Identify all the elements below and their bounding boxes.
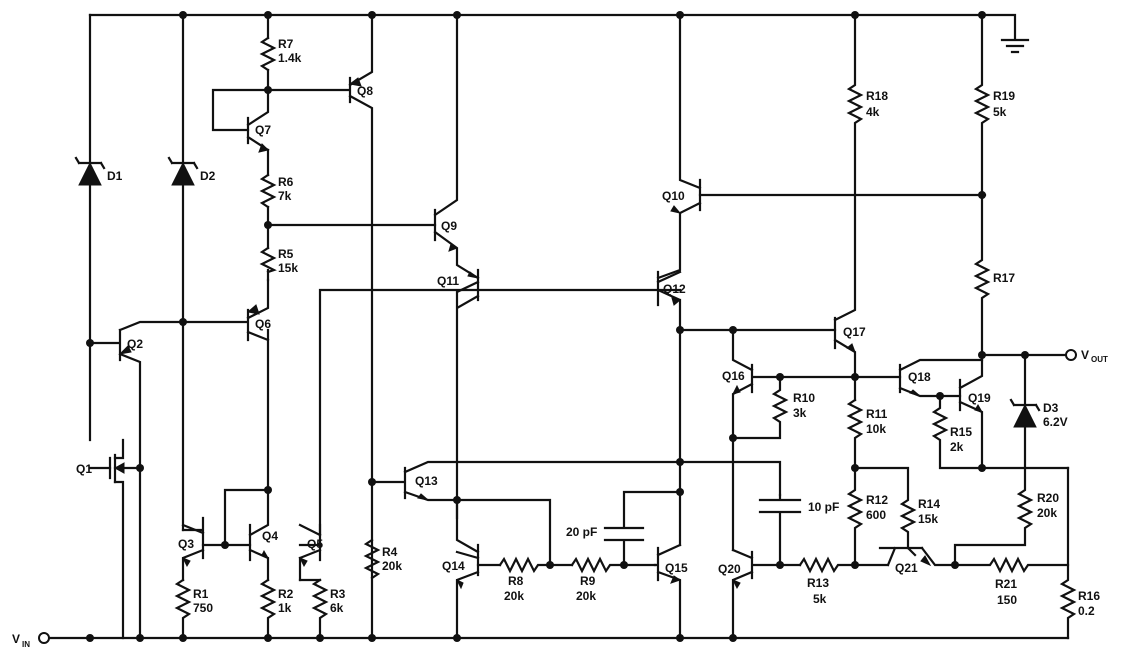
q12-label: Q12 (663, 282, 686, 296)
c10pf-label: 10 pF (808, 500, 839, 514)
r9-value: 20k (576, 589, 596, 603)
r2-label: R2 (278, 587, 294, 601)
component-labels: Q1 Q2 Q3 Q4 Q5 Q6 Q7 Q8 Q9 Q10 Q11 Q12 Q… (76, 37, 1100, 618)
d3-label: D3 (1043, 401, 1059, 415)
q18-label: Q18 (908, 370, 931, 384)
q1-label: Q1 (76, 462, 92, 476)
r11-label: R11 (866, 407, 888, 421)
d2-branch (167, 13, 205, 560)
r14-label: R14 (918, 497, 940, 511)
resistor-symbols (174, 36, 381, 640)
q19-label: Q19 (968, 391, 991, 405)
protection-stage (953, 353, 1077, 640)
svg-text:V: V (1081, 348, 1089, 362)
svg-text:V: V (12, 632, 20, 646)
q16-q20-section (678, 328, 857, 640)
svg-text:OUT: OUT (1091, 355, 1108, 364)
r2-value: 1k (278, 601, 292, 615)
svg-text:IN: IN (22, 640, 30, 649)
r21-label: R21 (995, 577, 1017, 591)
junction-dots (86, 11, 1029, 642)
d1-q2-q1-branch (74, 13, 185, 640)
r6-label: R6 (278, 175, 294, 189)
q13-label: Q13 (415, 474, 438, 488)
q6-label: Q6 (255, 317, 271, 331)
r19-label: R19 (993, 89, 1015, 103)
q4-label: Q4 (262, 529, 278, 543)
r1-label: R1 (193, 587, 209, 601)
r18-label: R18 (866, 89, 888, 103)
r7-value: 1.4k (278, 51, 302, 65)
output-driver (798, 13, 917, 574)
bias-chain (181, 13, 437, 640)
q7-label: Q7 (255, 123, 271, 137)
input-stage (370, 13, 782, 640)
r8-r9-chain (498, 490, 682, 574)
q21-label: Q21 (895, 561, 918, 575)
r4-label: R4 (382, 545, 398, 559)
d2-label: D2 (200, 169, 216, 183)
q3-label: Q3 (178, 537, 194, 551)
r11-value: 10k (866, 422, 886, 436)
gain-stage (653, 13, 987, 640)
r6-value: 7k (278, 189, 292, 203)
r10-label: R10 (793, 391, 815, 405)
q16-label: Q16 (722, 369, 745, 383)
r20-label: R20 (1037, 491, 1059, 505)
r13-label: R13 (807, 576, 829, 590)
r8-label: R8 (508, 574, 524, 588)
r7-label: R7 (278, 37, 294, 51)
r20-value: 20k (1037, 506, 1057, 520)
r12-value: 600 (866, 508, 886, 522)
d3-value: 6.2V (1043, 415, 1068, 429)
r16-label: R16 (1078, 589, 1100, 603)
ground-rail (88, 13, 1030, 54)
r5-value: 15k (278, 261, 298, 275)
r3-value: 6k (330, 601, 344, 615)
q20-label: Q20 (718, 562, 741, 576)
q21-section (878, 546, 957, 567)
r8-value: 20k (504, 589, 524, 603)
r3-label: R3 (330, 587, 346, 601)
q17-label: Q17 (843, 325, 866, 339)
q11-label: Q11 (437, 274, 459, 288)
d1-label: D1 (107, 169, 123, 183)
r15-value: 2k (950, 440, 964, 454)
q10-label: Q10 (662, 189, 685, 203)
r10-value: 3k (793, 406, 807, 420)
r15-label: R15 (950, 425, 972, 439)
r14-value: 15k (918, 512, 938, 526)
r16-value: 0.2 (1078, 604, 1095, 618)
r5-label: R5 (278, 247, 294, 261)
r1-value: 750 (193, 601, 213, 615)
q14-label: Q14 (442, 559, 465, 573)
bottom-mirror (181, 288, 682, 582)
r19-value: 5k (993, 105, 1007, 119)
c20pf-label: 20 pF (566, 525, 597, 539)
r13-value: 5k (813, 592, 827, 606)
vin-rail (38, 632, 1070, 644)
vout-label: V OUT (1081, 348, 1108, 364)
r18-value: 4k (866, 105, 880, 119)
q9-label: Q9 (441, 219, 457, 233)
vin-label: V IN (12, 632, 30, 649)
q15-label: Q15 (665, 561, 688, 575)
r12-label: R12 (866, 493, 888, 507)
r17-label: R17 (993, 271, 1015, 285)
q5-label: Q5 (307, 537, 323, 551)
r9-label: R9 (580, 574, 596, 588)
q2-label: Q2 (127, 337, 143, 351)
r4-value: 20k (382, 559, 402, 573)
c10pf (758, 493, 802, 567)
r21-value: 150 (997, 593, 1017, 607)
q8-label: Q8 (357, 84, 373, 98)
